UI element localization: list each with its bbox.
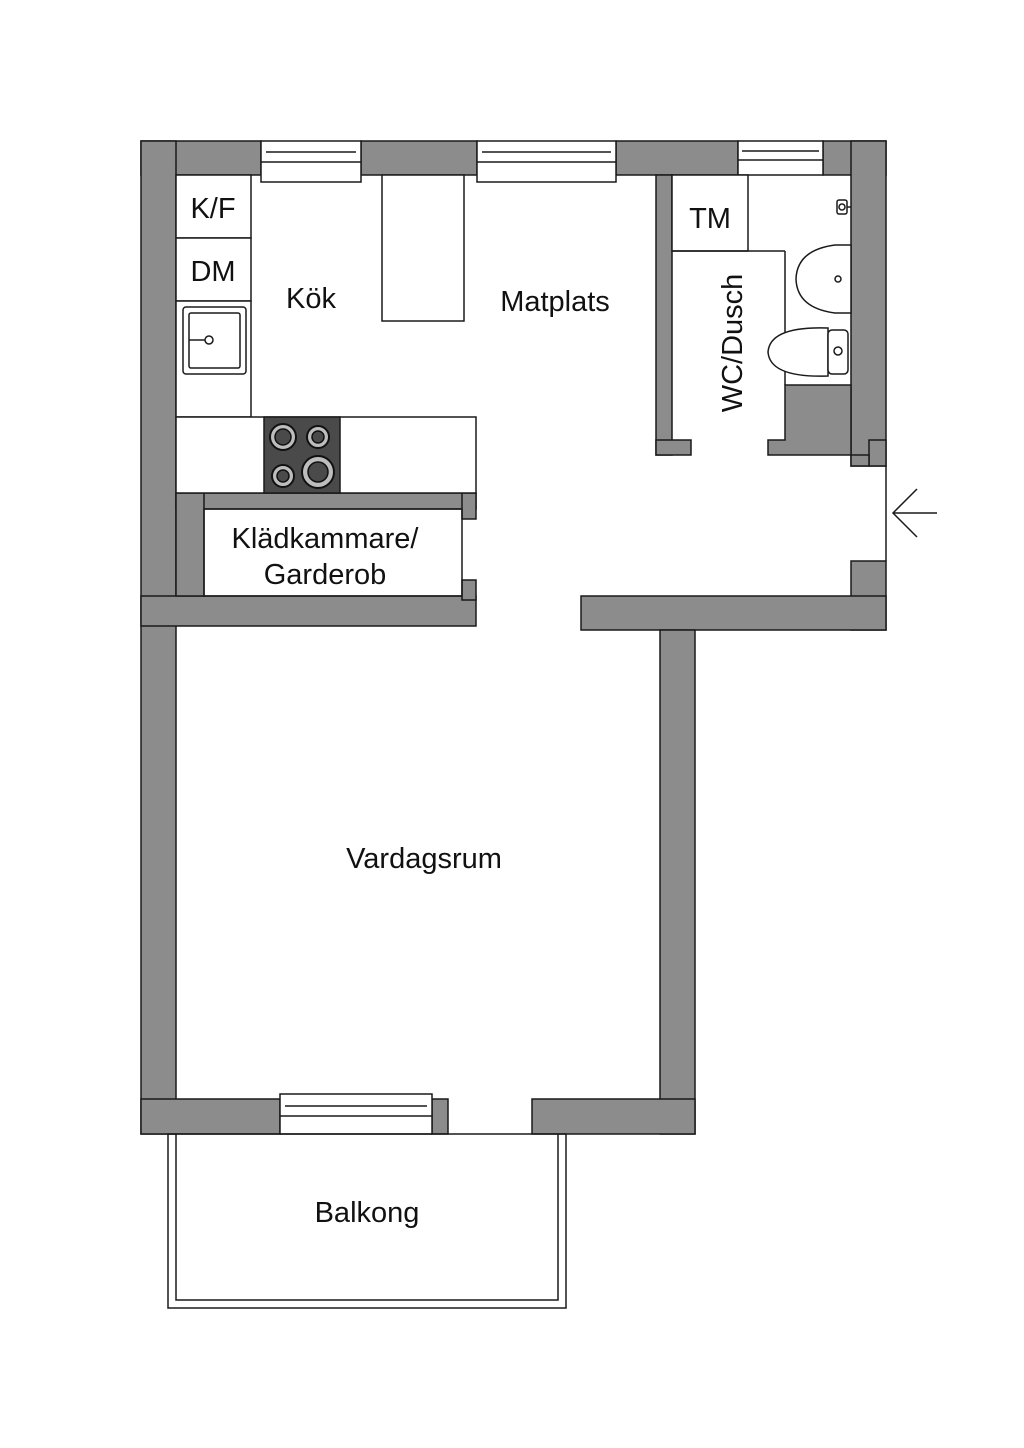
- wall-bottom-left: [140, 1098, 281, 1135]
- window-living: [279, 1093, 433, 1135]
- window-kitchen: [260, 140, 362, 183]
- wall-closet-bottom: [140, 595, 477, 627]
- label-dishwasher: DM: [190, 256, 235, 288]
- washing-machine: [671, 174, 749, 252]
- toilet-icon: [767, 327, 849, 377]
- closet-frame: [203, 508, 463, 597]
- wall-hall-bottom: [580, 595, 887, 631]
- wall-left: [140, 140, 177, 1135]
- label-fridge-freezer: K/F: [190, 193, 235, 225]
- label-kitchen: Kök: [286, 283, 336, 315]
- label-balcony: Balkong: [315, 1197, 420, 1229]
- wall-right-upper-foot: [868, 439, 887, 467]
- wall-closet-top-stub: [461, 492, 477, 520]
- stove-icon: [263, 416, 341, 494]
- label-closet-line2: Garderob: [264, 559, 387, 591]
- label-washing-machine: TM: [689, 203, 731, 235]
- window-dining: [476, 140, 617, 183]
- walls: [140, 140, 887, 1135]
- kitchen-fixtures: [175, 174, 477, 494]
- wall-living-right: [659, 629, 696, 1135]
- wall-bath-left: [655, 174, 673, 456]
- wall-closet-right-stub: [461, 579, 477, 601]
- label-living-room: Vardagsrum: [346, 843, 502, 875]
- wall-bath-left-foot: [655, 439, 692, 456]
- washbasin-icon: [795, 244, 852, 314]
- wall-right-upper: [850, 140, 887, 467]
- balcony: [167, 1133, 567, 1309]
- shower-icon: [836, 199, 851, 215]
- wall-top-right: [615, 140, 739, 176]
- label-dining: Matplats: [500, 286, 610, 318]
- label-closet-line1: Klädkammare/: [232, 523, 420, 555]
- wall-closet-left-stub: [175, 492, 205, 597]
- wall-counter-closet: [175, 492, 477, 510]
- sink-icon: [182, 306, 247, 375]
- wall-bottom-right: [531, 1098, 696, 1135]
- dishwasher: [175, 237, 252, 302]
- wall-bottom-mid: [431, 1098, 449, 1135]
- dining-table: [381, 174, 465, 322]
- wall-top-mid: [360, 140, 478, 176]
- wall-bath-inner: [767, 384, 870, 467]
- entrance-arrow-icon: [891, 488, 937, 538]
- window-bathroom: [737, 140, 824, 176]
- label-bathroom: WC/Dusch: [717, 274, 749, 413]
- labels: K/F DM Kök Matplats TM WC/Dusch Klädkamm…: [190, 193, 749, 1229]
- bathroom-fixtures: [671, 174, 852, 385]
